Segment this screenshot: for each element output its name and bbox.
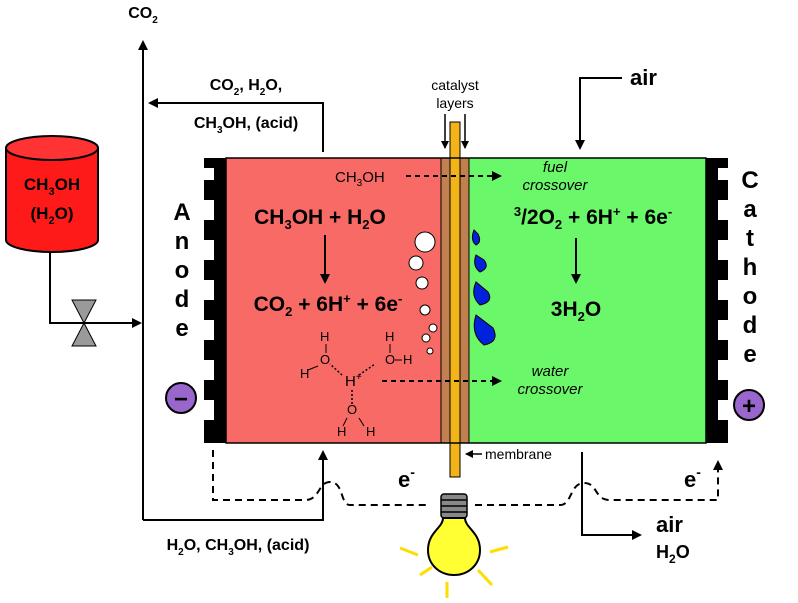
electron-label-left: e- xyxy=(398,464,415,492)
cathode-title: C a t h o d e xyxy=(741,167,758,368)
anode-chamber xyxy=(226,158,441,443)
electron-label-right: e- xyxy=(684,464,701,492)
atom: H xyxy=(320,329,329,344)
negative-terminal: − xyxy=(165,382,197,414)
anode-letter: o xyxy=(175,257,190,284)
cathode-letter: t xyxy=(746,225,754,252)
tank-label-line2: (H2O) xyxy=(31,204,74,227)
atom: H xyxy=(403,352,412,367)
co2-vent-label: CO2 xyxy=(128,5,158,26)
valve-icon xyxy=(71,299,97,347)
cathode-letter: a xyxy=(743,196,757,223)
water-crossover-line2: crossover xyxy=(517,381,583,398)
positive-terminal: + xyxy=(733,389,765,421)
atom: H xyxy=(300,366,309,381)
return-line xyxy=(143,450,328,521)
cathode-reactants: 3/2O2 + 6H+ + 6e- xyxy=(514,204,672,232)
fuel-crossover-line2: crossover xyxy=(522,177,588,194)
catalyst-label-line2: layers xyxy=(436,95,473,111)
feed-line xyxy=(49,252,142,328)
water-crossover-line1: water xyxy=(532,363,570,380)
anode-letter: d xyxy=(175,286,190,313)
membrane-label: membrane xyxy=(485,446,552,462)
exhaust-line xyxy=(148,98,324,152)
anode-letter: A xyxy=(173,199,190,226)
air-in-label: air xyxy=(630,65,657,90)
cathode-electrode xyxy=(706,158,728,443)
atom: O xyxy=(347,402,357,417)
air-outlet-arrow xyxy=(581,452,642,540)
atom: O xyxy=(320,352,330,367)
cathode-letter: o xyxy=(743,283,758,310)
tank-label-line1: CH3OH xyxy=(24,175,80,198)
membrane xyxy=(449,121,461,478)
anode-electrode xyxy=(204,158,226,443)
cathode-letter: h xyxy=(743,254,758,281)
anode-letter: e xyxy=(175,315,188,342)
anode-catalyst-layer xyxy=(440,157,451,444)
cathode-letter: C xyxy=(741,167,758,194)
light-bulb-icon xyxy=(399,493,509,598)
external-circuit-right xyxy=(475,460,723,506)
atom: H xyxy=(337,424,346,439)
water-droplets xyxy=(471,229,496,346)
co2-bubbles xyxy=(408,231,438,355)
exhaust-label-line2: CH3OH, (acid) xyxy=(194,115,298,136)
atom: H xyxy=(366,424,375,439)
cathode-letter: e xyxy=(743,341,756,368)
return-label: H2O, CH3OH, (acid) xyxy=(167,537,310,558)
fuel-crossover-line1: fuel xyxy=(543,159,568,176)
air-out-label-line2: H2O xyxy=(656,542,690,566)
fuel-crossover-species: CH3OH xyxy=(335,169,385,189)
cathode-product: 3H2O xyxy=(551,298,601,324)
air-out-label-line1: air xyxy=(656,512,683,537)
anode-title: A n o d e xyxy=(173,199,190,342)
fuel-tank: CH3OH (H2O) xyxy=(5,135,99,253)
hydronium-cluster: H+ H O H H O H H O H xyxy=(300,329,412,439)
atom: O xyxy=(385,352,395,367)
cathode-chamber xyxy=(469,158,706,443)
negative-sign: − xyxy=(174,386,188,413)
anode-letter: n xyxy=(175,228,190,255)
anode-products: CO2 + 6H+ + 6e- xyxy=(254,291,403,319)
atom: H xyxy=(385,329,394,344)
cathode-letter: d xyxy=(743,312,758,339)
external-circuit-left xyxy=(212,450,430,506)
exhaust-label-line1: CO2, H2O, xyxy=(210,77,283,98)
air-inlet-arrow xyxy=(575,77,622,150)
positive-sign: + xyxy=(742,393,756,420)
catalyst-label-line1: catalyst xyxy=(431,77,479,93)
cathode-catalyst-layer xyxy=(459,157,470,444)
